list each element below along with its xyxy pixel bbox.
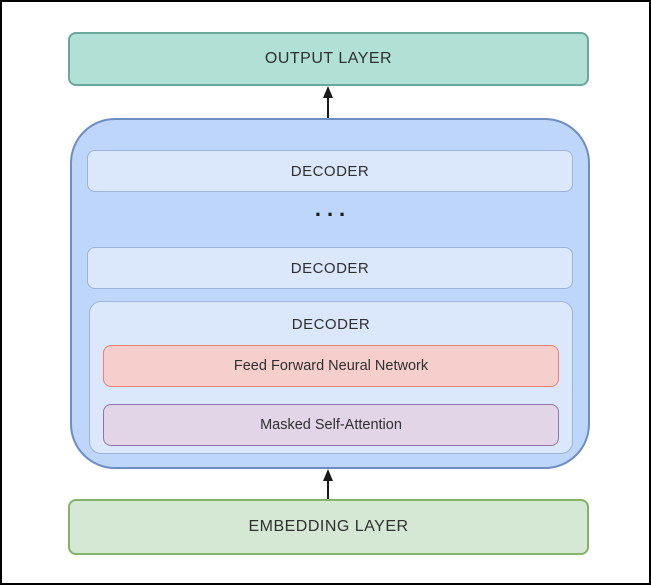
decoder-expanded-label: DECODER <box>291 315 371 333</box>
decoder-middle-label: DECODER <box>290 259 370 277</box>
decoder-top-label: DECODER <box>290 162 370 180</box>
up-arrow-embedding-to-stack <box>322 469 334 499</box>
feed-forward-box: Feed Forward Neural Network <box>103 345 559 387</box>
arrow-shaft <box>327 477 329 499</box>
arrow-head-icon <box>323 469 333 481</box>
embedding-layer-label: EMBEDDING LAYER <box>248 518 409 535</box>
decoder-box-expanded: DECODER Feed Forward Neural Network Mask… <box>89 301 573 454</box>
output-layer-box: OUTPUT LAYER <box>68 32 589 86</box>
masked-self-attention-box: Masked Self-Attention <box>103 404 559 446</box>
decoder-box-middle: DECODER <box>87 247 573 289</box>
arrow-shaft <box>327 94 329 118</box>
decoder-box-top: DECODER <box>87 150 573 192</box>
feed-forward-label: Feed Forward Neural Network <box>233 358 429 374</box>
stack-ellipsis: ... <box>314 196 352 221</box>
decoder-stack-container: DECODER ... DECODER DECODER Feed Forward… <box>70 118 590 469</box>
up-arrow-stack-to-output <box>322 86 334 118</box>
masked-self-attention-label: Masked Self-Attention <box>260 417 402 433</box>
output-layer-label: OUTPUT LAYER <box>264 50 393 67</box>
embedding-layer-box: EMBEDDING LAYER <box>68 499 589 555</box>
arrow-head-icon <box>323 86 333 98</box>
